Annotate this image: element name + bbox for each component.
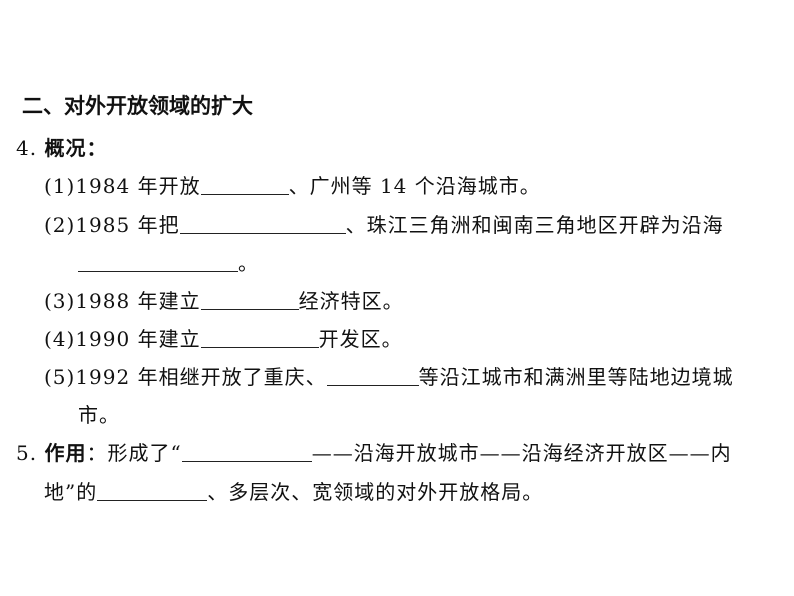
item-text-after: 市。 (78, 403, 120, 427)
answer-blank[interactable] (97, 480, 208, 501)
question-4-item-2: (2)1985 年把 、珠江三角洲和闽南三角地区开辟为沿海 (44, 211, 724, 239)
question-4-header: 4. 概况： (16, 134, 107, 162)
question-4-item-1: (1)1984 年开放 、广州等 14 个沿海城市。 (44, 172, 541, 200)
question-5-line-1: 5. 作用：形成了“ ——沿海开放城市——沿海经济开放区——内 (16, 439, 732, 467)
question-4-item-2-continued: 。 (78, 249, 259, 277)
item-text-after: 开发区。 (318, 327, 403, 351)
question-number: 4. (16, 136, 38, 160)
line-text-before: ：形成了“ (86, 441, 182, 465)
answer-blank[interactable] (200, 174, 289, 195)
item-text-before: (1)1984 年开放 (44, 174, 201, 198)
item-text-before: (2)1985 年把 (44, 213, 180, 237)
question-4-item-5: (5)1992 年相继开放了重庆、 等沿江城市和满洲里等陆地边境城 (44, 363, 734, 391)
item-text-after: 、珠江三角洲和闽南三角地区开辟为沿海 (345, 213, 724, 237)
answer-blank[interactable] (326, 365, 419, 386)
answer-blank[interactable] (200, 327, 319, 348)
answer-blank[interactable] (78, 251, 238, 272)
question-label: 作用 (44, 441, 87, 465)
question-label: 概况： (44, 136, 108, 160)
item-text-before: (4)1990 年建立 (44, 327, 201, 351)
section-title: 二、对外开放领域的扩大 (22, 94, 253, 118)
question-4-item-4: (4)1990 年建立 开发区。 (44, 325, 403, 353)
question-5-line-2: 地”的 、多层次、宽领域的对外开放格局。 (44, 478, 543, 506)
item-text-after: 、广州等 14 个沿海城市。 (288, 174, 541, 198)
answer-blank[interactable] (200, 289, 299, 310)
item-text-after: 等沿江城市和满洲里等陆地边境城 (418, 365, 734, 389)
answer-blank[interactable] (181, 441, 312, 462)
line-text-before: 地”的 (44, 480, 98, 504)
item-text-after: 经济特区。 (298, 289, 404, 313)
answer-blank[interactable] (179, 213, 346, 234)
item-text-before: (5)1992 年相继开放了重庆、 (44, 365, 327, 389)
question-4-item-3: (3)1988 年建立 经济特区。 (44, 287, 404, 315)
item-text-after: 。 (238, 251, 259, 275)
line-text-after: 、多层次、宽领域的对外开放格局。 (207, 480, 544, 504)
item-text-before: (3)1988 年建立 (44, 289, 201, 313)
question-number: 5. (16, 441, 38, 465)
question-4-item-5-continued: 市。 (78, 401, 120, 429)
line-text-after: ——沿海开放城市——沿海经济开放区——内 (311, 441, 732, 465)
